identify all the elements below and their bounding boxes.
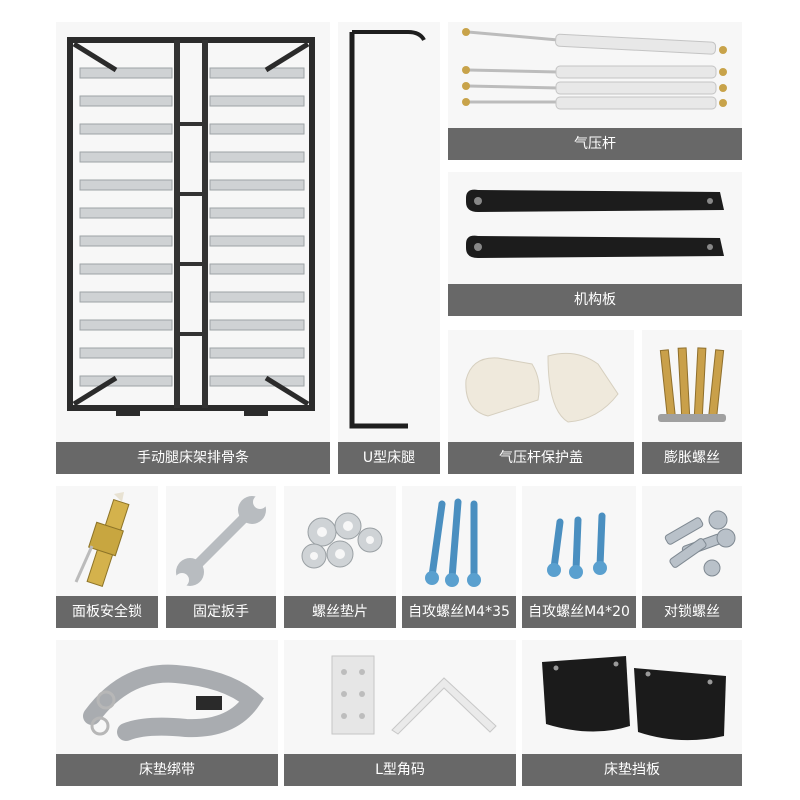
screw-washers-icon (284, 486, 396, 596)
label-mechanism-plates: 机构板 (448, 284, 742, 316)
product-screw-washers: 螺丝垫片 (284, 486, 396, 628)
product-self-tapping-screws-long: 自攻螺丝M4*35 (402, 486, 516, 628)
expansion-bolts-icon (642, 330, 742, 442)
product-mattress-retainers: 床垫挡板 (522, 640, 742, 786)
label-self-tapping-screws-short: 自攻螺丝M4*20 (522, 596, 636, 628)
label-self-tapping-screws-long: 自攻螺丝M4*35 (402, 596, 516, 628)
product-gas-struts: 气压杆 (448, 22, 742, 160)
mattress-strap-icon (56, 640, 278, 754)
fixed-wrench-icon (166, 486, 276, 596)
label-gas-struts: 气压杆 (448, 128, 742, 160)
l-brackets-icon (284, 640, 516, 754)
product-panel-safety-lock: 面板安全锁 (56, 486, 158, 628)
gas-struts-icon (448, 22, 742, 128)
label-l-brackets: L型角码 (284, 754, 516, 786)
product-l-brackets: L型角码 (284, 640, 516, 786)
mechanism-plates-icon (448, 172, 742, 284)
label-fixed-wrench: 固定扳手 (166, 596, 276, 628)
product-mechanism-plates: 机构板 (448, 172, 742, 316)
mattress-retainers-icon (522, 640, 742, 754)
label-lock-bolts: 对锁螺丝 (642, 596, 742, 628)
label-u-shaped-bed-leg: U型床腿 (338, 442, 440, 474)
label-gas-strut-covers: 气压杆保护盖 (448, 442, 634, 474)
bed-frame-slats-icon (56, 22, 330, 442)
label-screw-washers: 螺丝垫片 (284, 596, 396, 628)
product-lock-bolts: 对锁螺丝 (642, 486, 742, 628)
label-mattress-strap: 床垫绑带 (56, 754, 278, 786)
product-mattress-strap: 床垫绑带 (56, 640, 278, 786)
label-mattress-retainers: 床垫挡板 (522, 754, 742, 786)
product-gas-strut-covers: 气压杆保护盖 (448, 330, 634, 474)
label-bed-frame-slats: 手动腿床架排骨条 (56, 442, 330, 474)
self-tapping-screws-short-icon (522, 486, 636, 596)
product-expansion-bolts: 膨胀螺丝 (642, 330, 742, 474)
panel-safety-lock-icon (56, 486, 158, 596)
label-panel-safety-lock: 面板安全锁 (56, 596, 158, 628)
product-u-shaped-bed-leg: U型床腿 (338, 22, 440, 474)
label-expansion-bolts: 膨胀螺丝 (642, 442, 742, 474)
gas-strut-covers-icon (448, 330, 634, 442)
product-self-tapping-screws-short: 自攻螺丝M4*20 (522, 486, 636, 628)
u-shaped-bed-leg-icon (338, 22, 440, 442)
product-fixed-wrench: 固定扳手 (166, 486, 276, 628)
product-bed-frame-slats: 手动腿床架排骨条 (56, 22, 330, 474)
self-tapping-screws-long-icon (402, 486, 516, 596)
lock-bolts-icon (642, 486, 742, 596)
